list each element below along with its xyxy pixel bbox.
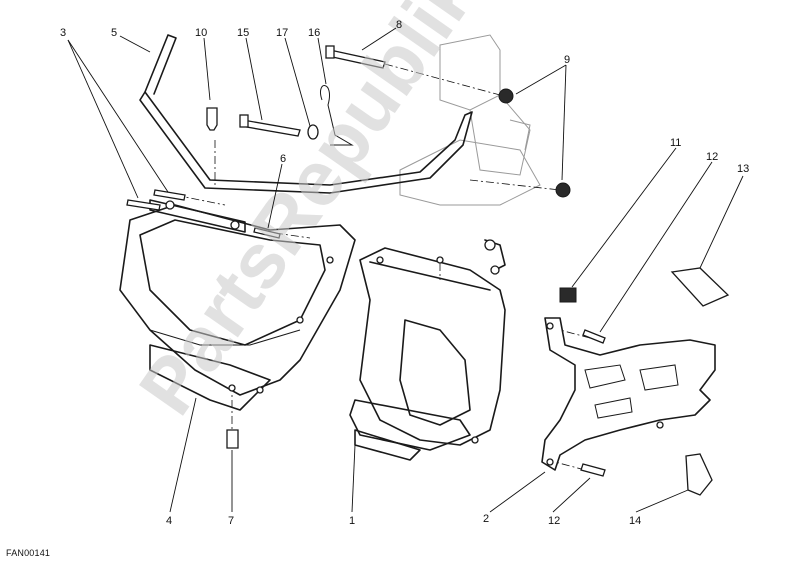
callout-11: 11 [670,137,681,149]
callout-14: 14 [629,515,641,527]
callout-15: 15 [237,27,249,39]
watermark-logo: PartsRepublik [122,0,495,430]
callout-10: 10 [195,27,207,39]
callout-9: 9 [564,54,570,66]
leader-lines [67,27,744,513]
svg-text:PartsRepublik: PartsRepublik [122,0,495,430]
part-4-left-bracket [119,199,356,411]
callout-2: 2 [483,513,489,525]
part-1-center-bracket [349,239,506,461]
callout-4: 4 [166,515,172,527]
callout-1: 1 [349,515,355,527]
assembly-lines [159,63,591,471]
callout-8: 8 [396,19,402,31]
callout-5: 5 [111,27,117,39]
callout-17: 17 [276,27,288,39]
callout-16: 16 [308,27,320,39]
callout-labels: 3 5 10 15 17 16 8 9 6 11 12 13 4 7 1 2 1… [60,19,749,527]
callout-7: 7 [228,515,234,527]
callout-12-top: 12 [706,151,718,163]
callout-6: 6 [280,153,286,165]
part-5-handle-bar [139,34,473,194]
callout-12-bottom: 12 [548,515,560,527]
part-2-side-plate [541,317,716,471]
callout-13: 13 [737,163,749,175]
callout-3: 3 [60,27,66,39]
drawing-code: FAN00141 [6,548,51,558]
hardware-parts [126,45,730,496]
